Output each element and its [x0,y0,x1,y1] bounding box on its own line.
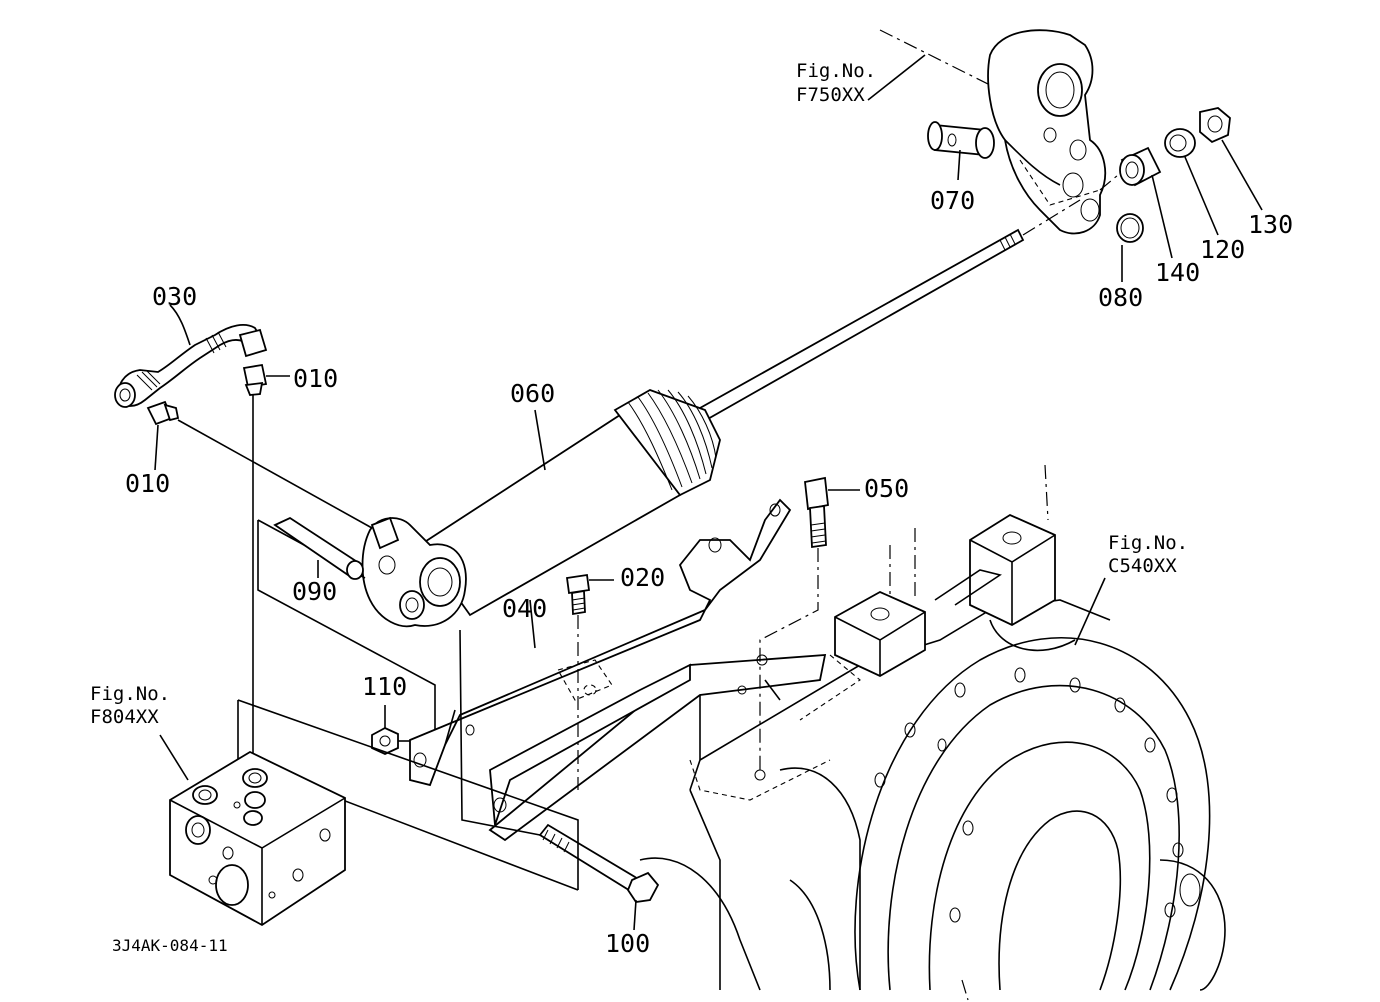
label-140: 140 [1155,258,1200,287]
part-040-bracket [409,498,827,842]
fig-ref-f750-number: F750XX [796,84,865,106]
part-050-bolt [754,476,860,781]
part-010-union-upper [242,363,290,396]
part-010-union-lower [146,400,180,471]
fig-ref-f750-title: Fig.No. [796,60,876,82]
label-120: 120 [1200,235,1245,264]
label-090: 090 [292,577,337,606]
leader-f804 [159,734,189,781]
part-120-washer [1164,128,1219,236]
label-020: 020 [620,563,665,592]
part-140-collar [1119,146,1173,259]
control-valve-block [169,699,579,927]
fig-ref-f804-number: F804XX [90,706,159,728]
transmission-housing [639,464,1226,1001]
label-040: 040 [502,594,547,623]
label-010-lower: 010 [125,469,170,498]
label-070: 070 [930,186,975,215]
fig-ref-c540-number: C540XX [1108,555,1177,577]
label-130: 130 [1248,210,1293,239]
fig-ref-f804-title: Fig.No. [90,683,170,705]
label-110: 110 [362,672,407,701]
leader-c540 [1074,577,1106,646]
part-100-bolt [459,629,660,931]
part-060-cylinder [361,199,1081,628]
label-060: 060 [510,379,555,408]
label-030: 030 [152,282,197,311]
leader-f750 [867,54,926,101]
part-090-pin [257,516,436,760]
label-050: 050 [864,474,909,503]
part-030-pipe [114,304,268,408]
part-020-bolt [565,573,614,790]
lift-arm [879,29,1131,235]
fig-ref-c540-title: Fig.No. [1108,532,1188,554]
part-070-pin [927,121,995,181]
drawing-code: 3J4AK-084-11 [112,936,228,955]
label-010-upper: 010 [293,364,338,393]
label-100: 100 [605,929,650,958]
part-110-nut [371,705,410,755]
part-080-snap-ring [1116,213,1144,282]
part-130-nut [1199,107,1263,211]
centerline-cylinder-port [177,419,373,529]
label-080: 080 [1098,283,1143,312]
